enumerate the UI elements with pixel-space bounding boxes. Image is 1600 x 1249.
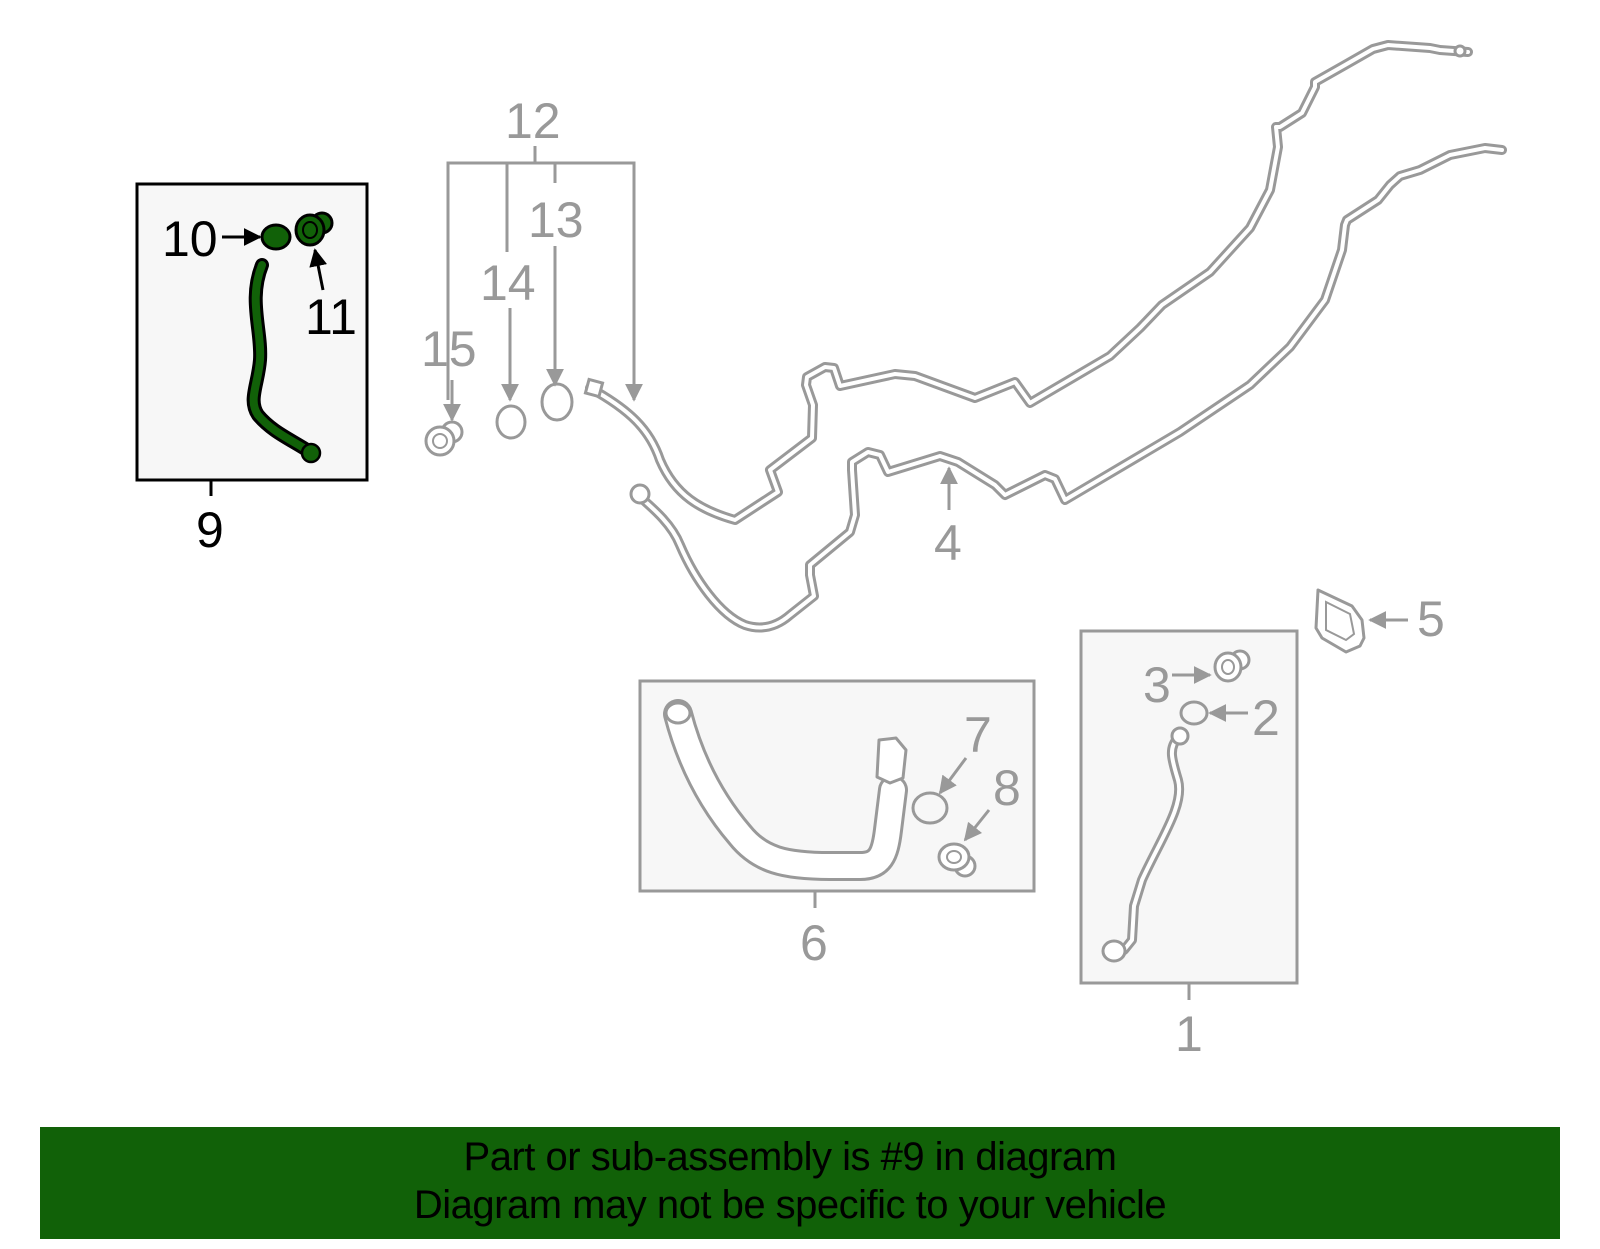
banner-line-part-number: Part or sub-assembly is #9 in diagram [463, 1135, 1117, 1179]
part-11-valve-icon [294, 211, 334, 247]
part-15-valve-icon [424, 420, 464, 457]
callout-7: 7 [964, 707, 992, 763]
callout-9: 9 [196, 502, 224, 558]
part-13-oring-icon [540, 382, 574, 422]
part-1-box [1079, 629, 1299, 985]
callout-1: 1 [1175, 1006, 1203, 1062]
part-3-valve-icon [1213, 649, 1251, 683]
part-14-oring-icon [495, 404, 527, 440]
part-5-gasket[interactable]: 5 [1314, 588, 1445, 654]
callout-12: 12 [505, 93, 561, 149]
part-10-oring-icon [260, 223, 292, 251]
part-2-oring-icon [1179, 700, 1209, 726]
part-4-lines[interactable]: 4 [583, 40, 1507, 633]
callout-5: 5 [1417, 591, 1445, 647]
part-6-group[interactable]: 7 8 6 [638, 679, 1036, 971]
callout-3: 3 [1143, 657, 1171, 713]
callout-13: 13 [528, 192, 584, 248]
info-banner: Part or sub-assembly is #9 in diagram Di… [40, 1127, 1560, 1239]
callout-4: 4 [934, 515, 962, 571]
part-1-group[interactable]: 3 2 1 [1079, 629, 1299, 1062]
part-7-oring-icon [911, 791, 949, 825]
callout-6: 6 [800, 915, 828, 971]
callout-10: 10 [162, 211, 218, 267]
callout-11: 11 [305, 289, 357, 345]
part-9-group[interactable]: 10 11 9 [135, 182, 369, 558]
banner-line-disclaimer: Diagram may not be specific to your vehi… [413, 1183, 1167, 1227]
callout-2: 2 [1252, 690, 1280, 746]
part-8-valve-icon [937, 842, 977, 878]
callout-14: 14 [480, 255, 536, 311]
part-5-gasket-icon [1314, 588, 1366, 654]
callout-8: 8 [993, 760, 1021, 816]
callout-15: 15 [421, 321, 477, 377]
part-12-group[interactable]: 12 13 14 15 [421, 93, 643, 457]
